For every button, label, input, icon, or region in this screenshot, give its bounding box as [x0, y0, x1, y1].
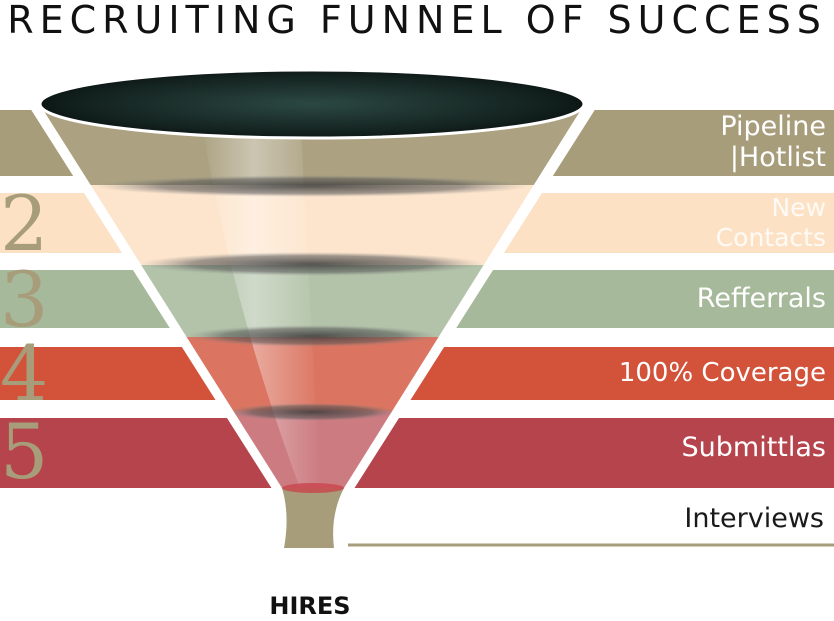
funnel-ring-1: [94, 175, 530, 197]
funnel-neck-top: [282, 483, 344, 493]
funnel-ring-4: [226, 403, 398, 421]
funnel-highlight: [200, 112, 320, 488]
funnel-rim: [38, 68, 586, 140]
stage-number-3: 3: [0, 255, 49, 344]
stage-label-5: Submittlas: [681, 432, 826, 463]
stage-label-3: Refferrals: [696, 283, 826, 314]
stage-label-1: Pipeline |Hotlist: [720, 111, 826, 173]
stage-label-4: 100% Coverage: [618, 358, 826, 388]
stage-label-1-line-1: Pipeline: [720, 111, 826, 142]
stage-label-interviews: Interviews: [684, 503, 824, 534]
funnel-ring-2: [140, 252, 484, 276]
funnel-output-label: HIRES: [269, 592, 351, 620]
stage-label-2-line-1: New: [771, 193, 826, 222]
stage-label-2: New Contacts: [716, 193, 826, 253]
band-stage-5: [0, 418, 834, 488]
funnel-neck: [282, 488, 344, 548]
stage-number-2: 2: [0, 179, 49, 268]
stage-label-1-line-2: |Hotlist: [729, 142, 826, 173]
stage-number-4: 4: [0, 329, 49, 418]
stage-number-1: 1: [0, 99, 49, 188]
stage-label-2-line-2: Contacts: [715, 223, 826, 252]
page-title: RECRUITING FUNNEL OF SUCCESS: [7, 0, 827, 42]
funnel-ring-3: [186, 325, 438, 347]
stage-number-5: 5: [0, 407, 49, 496]
